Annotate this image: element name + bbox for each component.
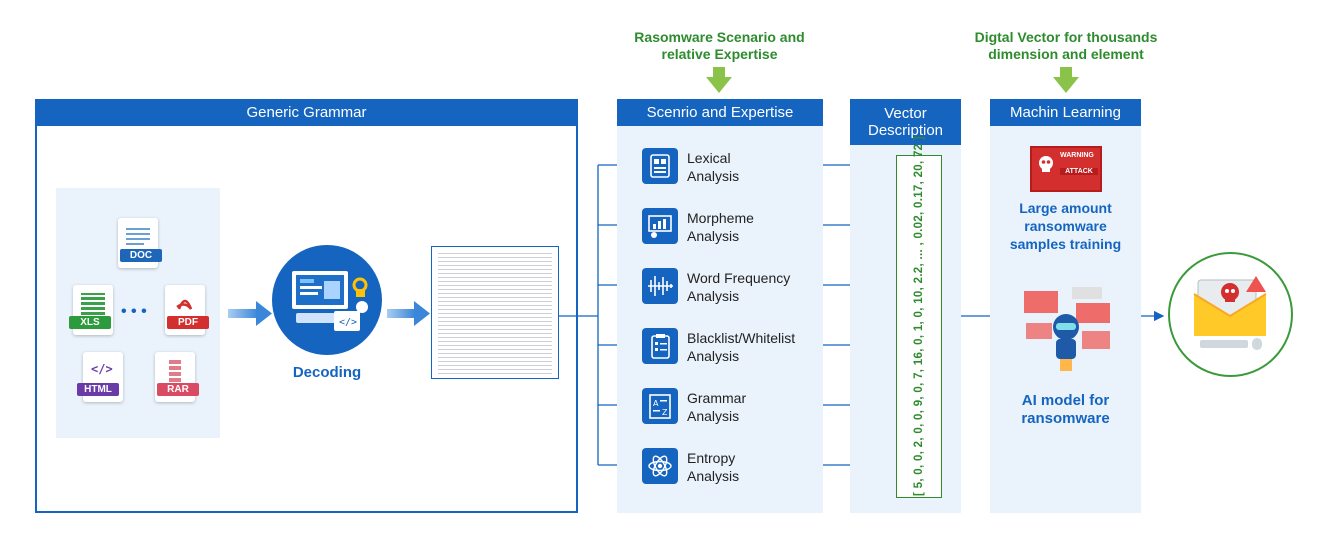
vector-box <box>896 155 942 498</box>
xls-file-label: XLS <box>69 316 111 329</box>
entropy-icon <box>642 448 678 484</box>
blacklist-analysis-label: Blacklist/Whitelist Analysis <box>687 330 796 364</box>
entropy-analysis-label: Entropy Analysis <box>687 450 740 484</box>
html-file-label: HTML <box>77 383 119 396</box>
warning-title: WARNING <box>1060 152 1094 159</box>
xls-file-icon: XLS <box>69 285 113 335</box>
svg-text:Z: Z <box>662 408 668 417</box>
ai-robot-icon <box>1020 283 1114 383</box>
grammar-analysis-label: Grammar Analysis <box>687 390 747 424</box>
rar-file-icon: RAR <box>155 352 199 402</box>
pdf-file-icon: PDF <box>165 285 209 335</box>
vector-header: Vector Description <box>850 99 961 145</box>
decoding-icon: </> <box>272 245 382 355</box>
rar-file-label: RAR <box>157 383 199 396</box>
ml-header: Machin Learning <box>990 99 1141 126</box>
morpheme-icon <box>642 208 678 244</box>
vector-note: Digtal Vector for thousands dimension an… <box>974 29 1158 62</box>
svg-text:</>: </> <box>339 317 357 328</box>
lexical-analysis-label: Lexical Analysis <box>687 150 740 184</box>
doc-file-label: DOC <box>120 249 162 262</box>
vector-values: [ 5, 0, 0, 2, 0, 0, 9, 0, 7, 16, 0, 1, 0… <box>913 135 925 496</box>
scenario-note: Rasomware Scenario and relative Expertis… <box>634 29 805 62</box>
lexical-icon <box>642 148 678 184</box>
blacklist-icon <box>642 328 678 364</box>
generic-grammar-header: Generic Grammar <box>35 99 578 126</box>
warning-sign-icon: WARNING ATTACK <box>1030 146 1102 192</box>
decoded-code-document <box>431 246 559 379</box>
warning-attack: ATTACK <box>1060 168 1098 175</box>
training-text: Large amount ransomware samples training <box>1009 200 1122 252</box>
doc-file-icon: DOC <box>118 218 162 268</box>
html-file-icon: </> HTML <box>77 352 123 402</box>
scenario-header: Scenrio and Expertise <box>617 99 823 126</box>
svg-text:A: A <box>653 399 659 408</box>
word-frequency-icon <box>642 268 678 304</box>
word-frequency-analysis-label: Word Frequency Analysis <box>687 270 791 304</box>
infected-computer-icon <box>1168 252 1293 377</box>
pdf-file-label: PDF <box>167 316 209 329</box>
ai-model-text: AI model for ransomware <box>1021 392 1110 427</box>
more-files-ellipsis: • • • <box>121 303 147 320</box>
decoding-label: Decoding <box>292 364 362 381</box>
morpheme-analysis-label: Morpheme Analysis <box>687 210 754 244</box>
